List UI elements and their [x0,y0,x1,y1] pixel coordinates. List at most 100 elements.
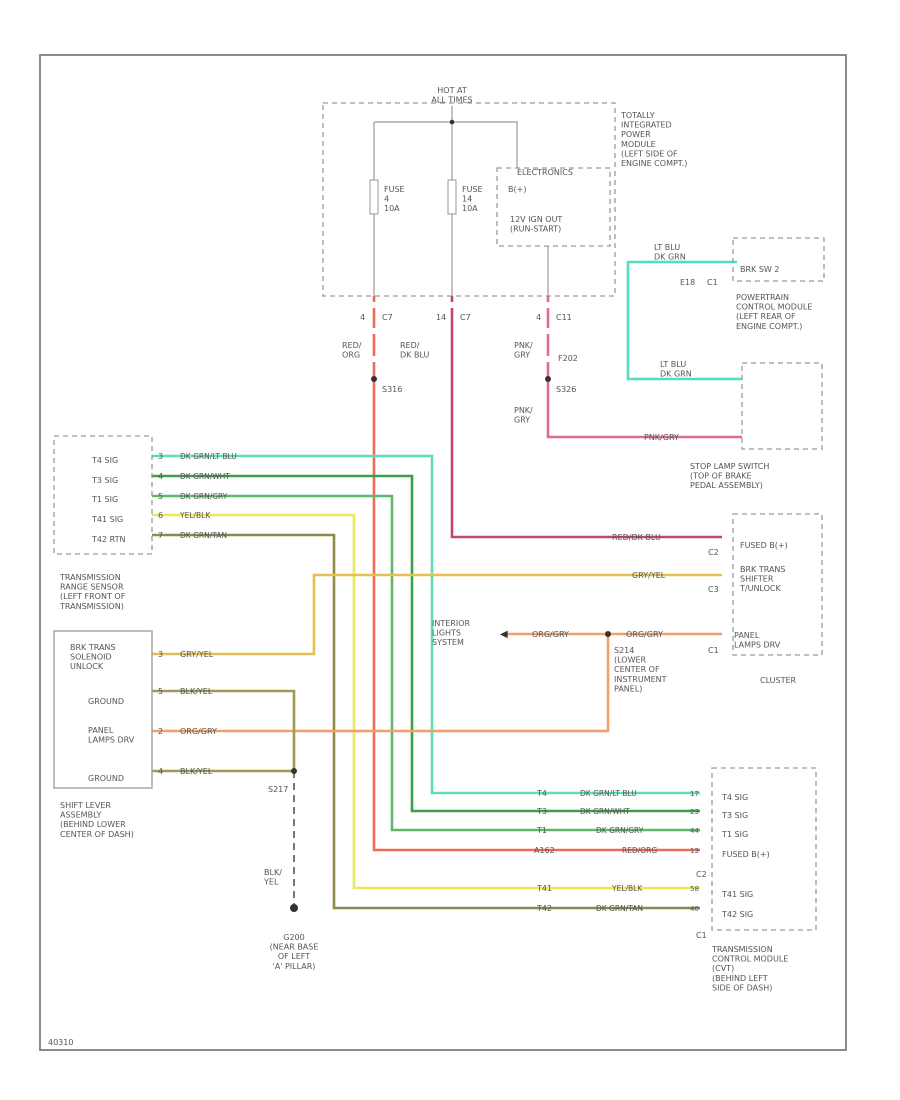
label-s316: S316 [382,385,402,394]
trs-wire-5: DK GRN/TAN [180,531,227,540]
tipm-electronics-b1: B(+) [508,185,526,194]
tipm-pin-14: 14 [436,313,446,322]
label-red-dkblu: RED/DK BLU [400,341,429,360]
shift-lever-box [53,630,153,789]
ground-arrow-interior: ◀ [500,629,508,640]
tipm-electronics-box [496,167,611,247]
fuse-14-symbol [447,179,457,215]
tcm-cav-t1: T1 [536,826,547,835]
label-s326: S326 [556,385,576,394]
trs-pin-t41: T41 SIG [91,515,123,524]
interior-wire: ORG/GRY [532,630,569,639]
tcm-pin-t41: T41 SIG [721,890,753,899]
tcm-num-44: 44 [690,827,699,835]
tcm-num-13: 13 [690,847,699,855]
tcm-num-23: 23 [690,808,699,816]
tcm-cav-t42: T42 [536,904,552,913]
trs-box [53,435,153,555]
cluster-c3: C3 [708,585,719,594]
tcm-cav-t4: T4 [536,789,547,798]
wire-red-dkblu [450,296,722,539]
wire-t3 [152,474,700,813]
shift-num-5: 5 [158,687,163,696]
splice-s217-dot [291,768,297,774]
tipm-c11: C11 [556,313,572,322]
tcm-wire-5: YEL/BLK [611,884,643,893]
ground-wire-label: BLK/YEL [263,868,282,887]
s217-label: S217 [268,785,288,794]
fuse-4-symbol [369,179,379,215]
shift-pin-ground-1: GROUND [88,697,124,706]
ground-g200-dot [290,904,298,912]
tcm-wire-4: RED/ORG [622,846,657,855]
splice-s316-dot [371,376,377,382]
trs-group: T4 SIG T3 SIG T1 SIG T41 SIG T42 RTN 3 4… [53,435,237,611]
tipm-c7a: C7 [382,313,393,322]
shift-pin-ground-2: GROUND [88,774,124,783]
wire-gry-yel [152,573,722,656]
pcm-box [732,237,825,282]
cluster-wire-gry-yel: GRY/YEL [632,571,666,580]
tipm-electronics-title: ELECTRONICS [517,168,573,177]
wire-t41 [152,513,700,890]
tcm-pin-t3: T3 SIG [721,811,748,820]
wire-pnk-gry [546,296,742,439]
splice-s326-dot [545,376,551,382]
pcm-box-label: BRK SW 2 [740,265,779,274]
cluster-wire-org-gry: ORG/GRY [626,630,663,639]
tipm-box [322,102,616,297]
shift-wire-4: BLK/YEL [180,767,213,776]
splices: ◀ [290,376,611,912]
label-red-org: RED/ORG [342,341,362,360]
wires [152,260,742,910]
tcm-pin-t1: T1 SIG [721,830,748,839]
shift-wire-1: GRY/YEL [180,650,214,659]
trs-pin-t3: T3 SIG [91,476,118,485]
tcm-group: T4 SIG T3 SIG T1 SIG FUSED B(+) T41 SIG … [534,767,817,992]
diagram-frame [39,54,847,1051]
tipm-pin-4b: 4 [536,313,541,322]
label-pnk-gry-long: PNK/GRY [644,433,679,442]
trs-wire-2: DK GRN/WHT [180,472,230,481]
shift-wire-3: ORG/GRY [180,727,217,736]
tcm-wire-2: DK GRN/WHT [580,807,630,816]
tcm-c1: C1 [696,931,707,940]
shift-num-4: 4 [158,767,163,776]
footer-code: 40310 [48,1038,73,1047]
trs-pin-t42: T42 RTN [91,535,125,544]
tcm-box [711,767,817,931]
splice-s214-dot [605,631,611,637]
wire-ltblu-dkgrn [626,260,742,381]
tipm-pin-4: 4 [360,313,365,322]
tcm-num-17: 17 [690,790,699,798]
tcm-cav-a162: A162 [534,846,555,855]
trs-num-7: 7 [158,531,163,540]
tipm-electronics-out: 12V IGN OUT(RUN-START) [510,215,562,234]
wire-org-gry-2 [152,634,610,733]
cluster-c2: C2 [708,548,719,557]
cluster-c1: C1 [708,646,719,655]
tcm-pin-t4: T4 SIG [721,793,748,802]
label-red-dkblu-long: RED/DK BLU [612,533,661,542]
cluster-label: CLUSTER [760,676,797,685]
trs-num-6: 6 [158,511,163,520]
connector-breaks [369,302,553,362]
